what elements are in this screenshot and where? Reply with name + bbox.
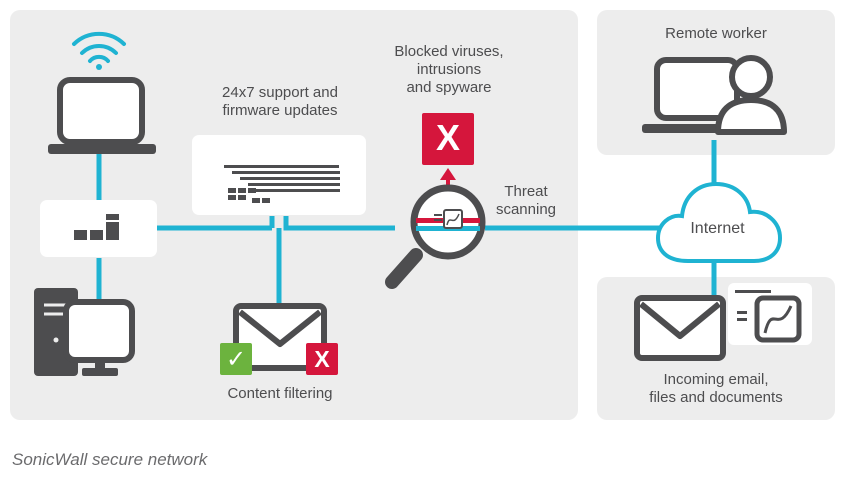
network-switch-icon [40,200,157,257]
deny-x-mark: X [314,346,330,372]
user-icon [715,55,787,135]
blocked-label-line2: intrusions [416,61,482,78]
laptop-icon [48,77,156,154]
allow-check-mark: ✓ [225,345,247,373]
internet-label: Internet [690,220,745,237]
content-filtering-label: Content filtering [227,385,333,402]
blocked-threats-label: Blocked viruses, intrusions and spyware [376,43,522,97]
wifi-icon [72,31,126,70]
blocked-label-line3: and spyware [406,79,492,96]
support-label-line1: 24x7 support and [222,84,338,101]
diagram-caption: SonicWall secure network [12,450,208,469]
blocked-threat-icon [422,113,474,165]
remote-worker-label: Remote worker [665,25,767,42]
deny-x-icon [306,343,338,375]
internet-cloud-icon [655,181,783,263]
incoming-email-icon [634,295,726,361]
threat-label-line1: Threat [504,183,548,200]
connector-appliance-right-drop [283,216,395,231]
incoming-document-icon [728,283,812,345]
incoming-label-line1: Incoming email, [663,371,769,388]
connector-lines [96,140,717,304]
threat-scanning-label: Threat scanning [484,183,568,219]
support-label: 24x7 support and firmware updates [195,84,365,120]
support-label-line2: firmware updates [222,102,338,119]
threat-label-line2: scanning [495,201,557,218]
allow-check-icon [220,343,252,375]
threat-scanner-magnifier-icon [385,184,486,289]
incoming-label-line2: files and documents [649,389,783,406]
incoming-files-label: Incoming email, files and documents [607,371,825,407]
firewall-appliance-icon [192,135,366,215]
desktop-computer-icon [34,288,135,376]
content-filter-envelope-icon [233,303,327,371]
blocked-x-mark: X [435,117,460,158]
blocked-label-line1: Blocked viruses, [394,43,504,60]
